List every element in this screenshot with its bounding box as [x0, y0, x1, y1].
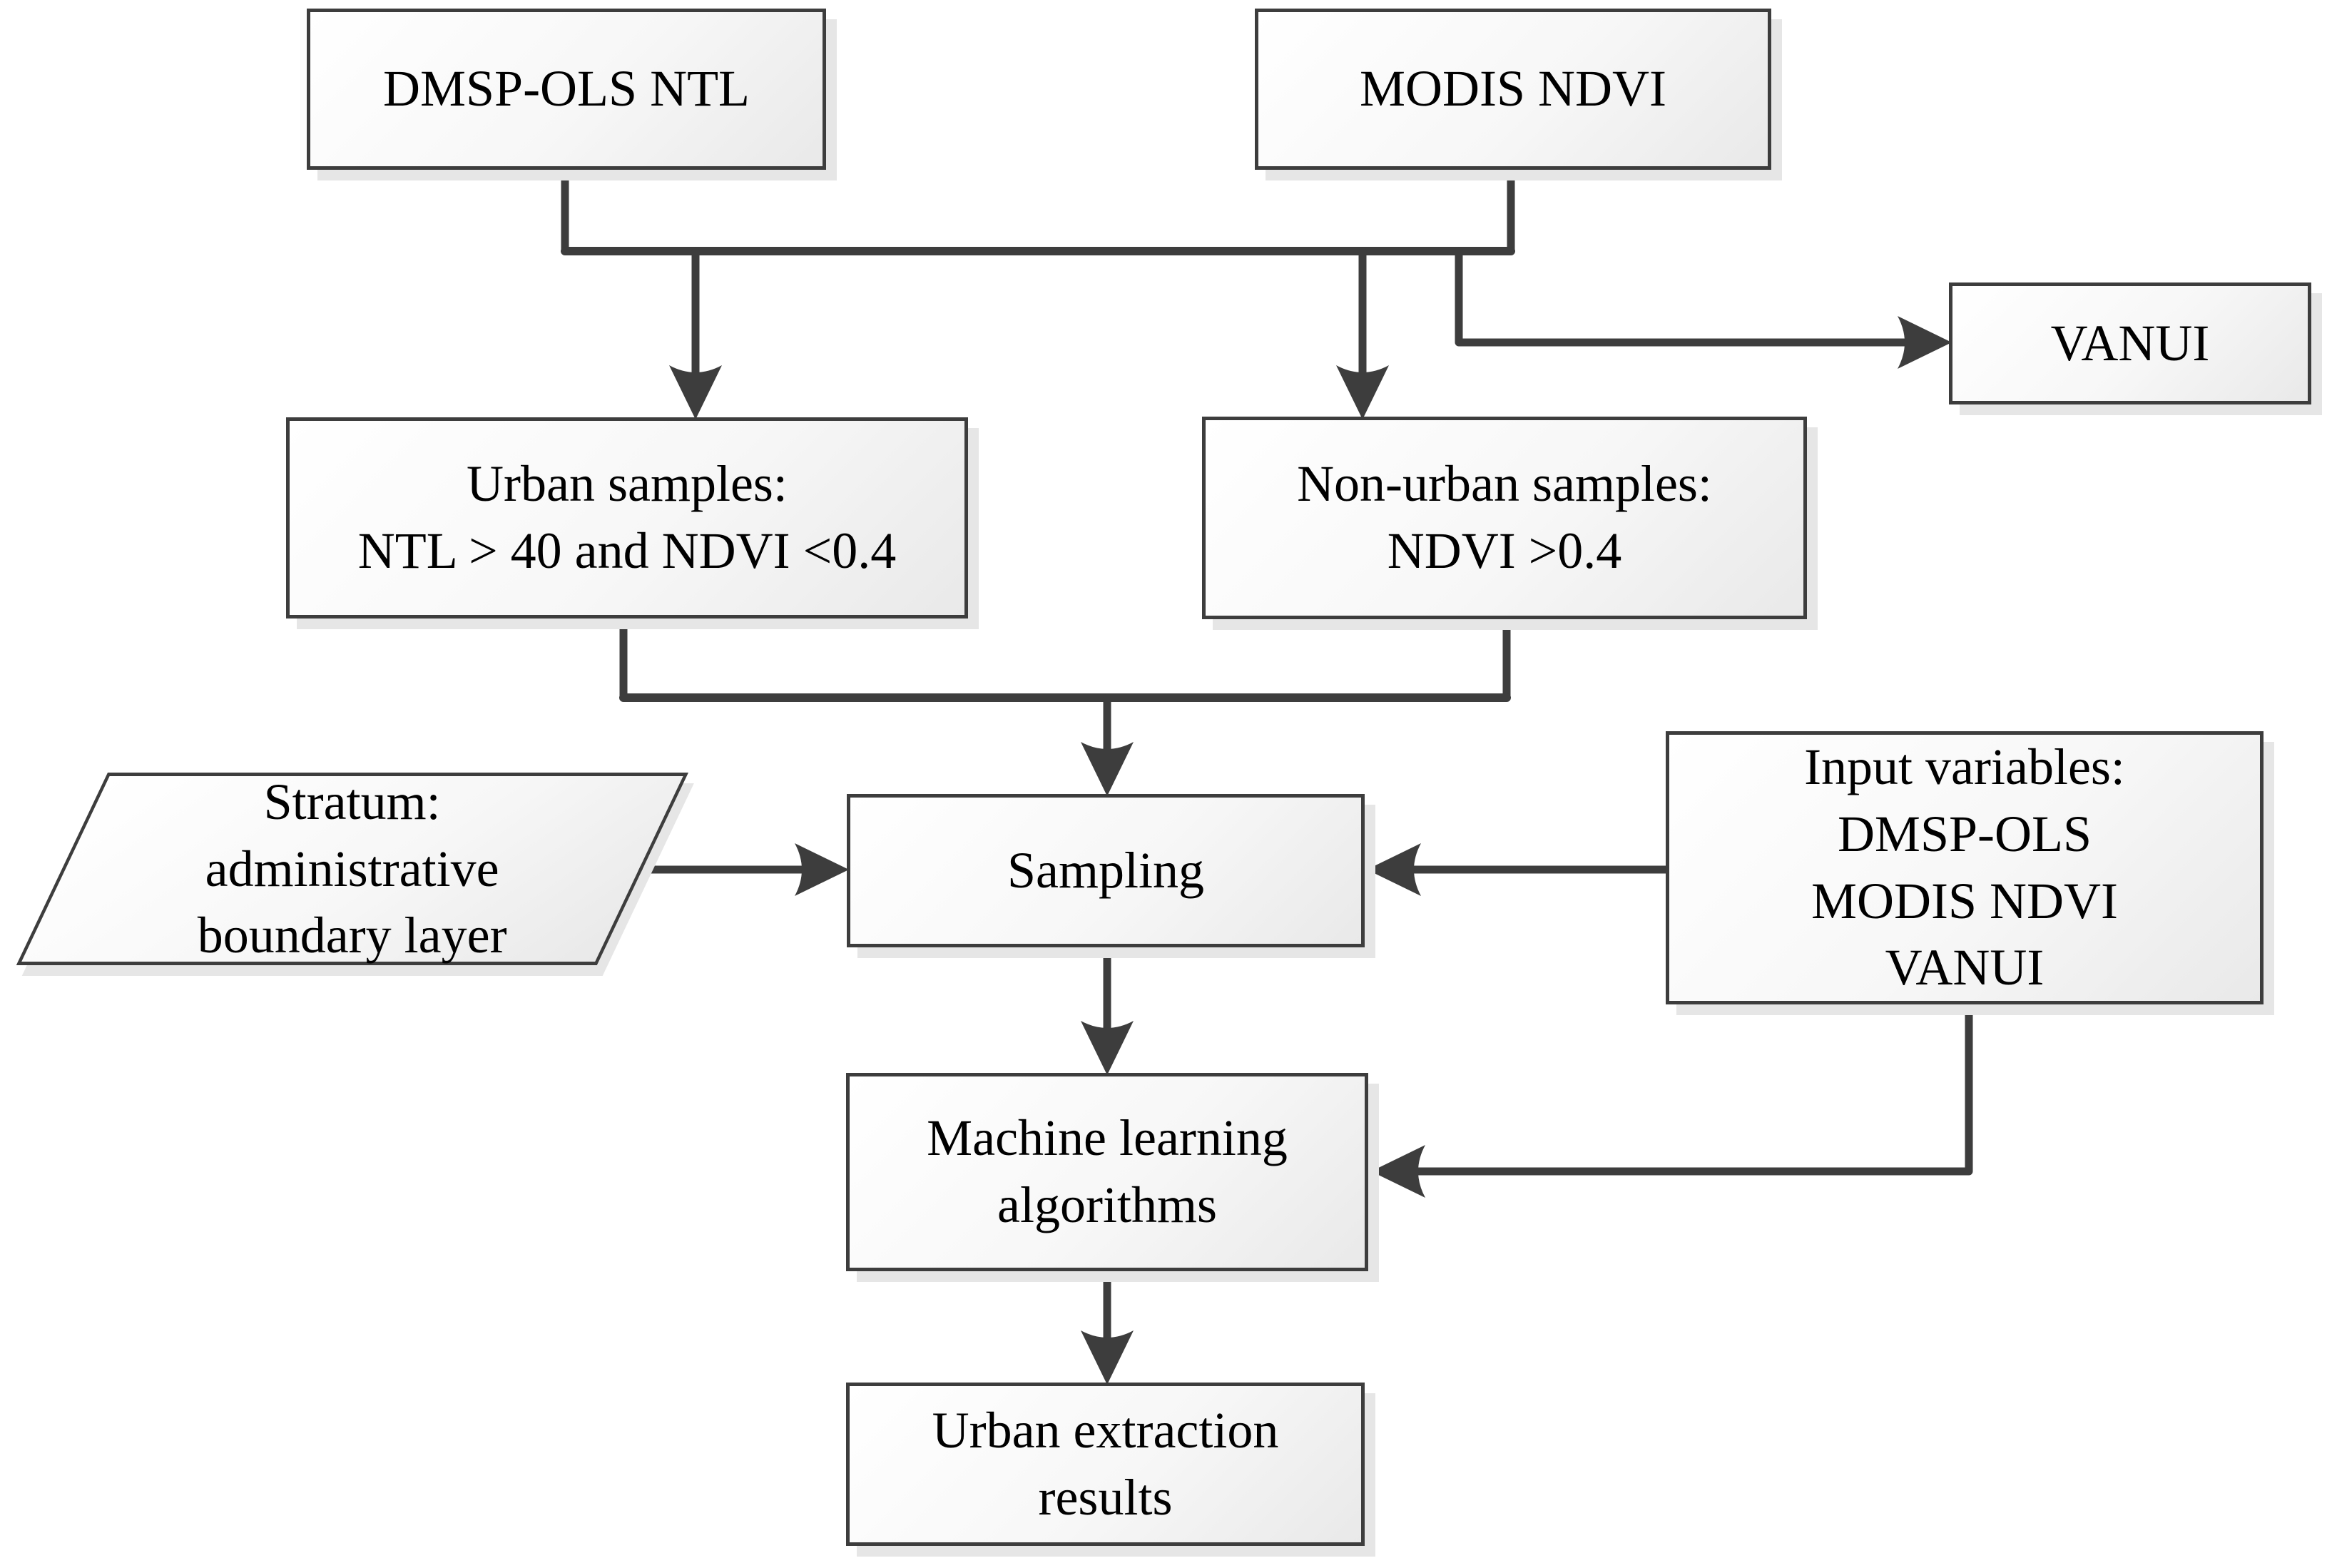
arrowhead-sampling-top [1081, 742, 1134, 796]
node-label-line: Urban samples: [467, 455, 788, 513]
node-label: DMSP-OLS NTL [382, 60, 750, 118]
arrowhead-sampling-right [1367, 843, 1421, 896]
arrowhead-sampling-left [795, 843, 849, 896]
node-sampling: Sampling [847, 794, 1365, 947]
node-label-line: NDVI >0.4 [1387, 522, 1622, 579]
node-label-line: Non-urban samples: [1297, 455, 1712, 513]
node-label-line: DMSP-OLS [1837, 805, 2092, 862]
node-label: Urban samples: NTL > 40 and NDVI <0.4 [358, 451, 896, 584]
edge-input-to-ml [1408, 999, 1973, 1176]
node-vanui: VANUI [1949, 282, 2311, 404]
node-label-line: administrative [205, 840, 499, 897]
arrowhead-results-top [1081, 1330, 1134, 1385]
node-label-line: Input variables: [1804, 738, 2125, 796]
node-label-line: algorithms [997, 1176, 1217, 1233]
node-label: Non-urban samples: NDVI >0.4 [1297, 451, 1712, 584]
node-label: VANUI [2050, 314, 2210, 372]
node-urban-samples: Urban samples: NTL > 40 and NDVI <0.4 [286, 417, 968, 618]
node-input-variables: Input variables: DMSP-OLS MODIS NDVI VAN… [1666, 731, 2264, 1004]
node-non-urban-samples: Non-urban samples: NDVI >0.4 [1202, 417, 1807, 619]
node-machine-learning: Machine learning algorithms [846, 1073, 1368, 1271]
node-stratum: Stratum: administrative boundary layer [16, 773, 689, 965]
node-label-line: Urban extraction [932, 1401, 1279, 1459]
node-label: Urban extraction results [932, 1398, 1279, 1531]
node-label: Sampling [1007, 841, 1204, 899]
node-label: Machine learning algorithms [927, 1105, 1288, 1238]
node-label-line: NTL > 40 and NDVI <0.4 [357, 522, 897, 579]
node-modis-ndvi: MODIS NDVI [1255, 9, 1771, 170]
node-label-line: MODIS NDVI [1811, 872, 2118, 930]
node-label: MODIS NDVI [1360, 60, 1666, 118]
node-label: Input variables: DMSP-OLS MODIS NDVI VAN… [1804, 734, 2125, 1001]
node-label: Stratum: administrative boundary layer [198, 769, 507, 969]
node-label-line: Machine learning [927, 1109, 1288, 1167]
node-label-line: boundary layer [197, 906, 507, 964]
node-urban-extraction: Urban extraction results [846, 1383, 1365, 1546]
arrowhead-ml-right [1371, 1145, 1425, 1198]
arrowhead-non-urban-samples [1336, 365, 1389, 419]
node-label-line: results [1038, 1468, 1173, 1526]
edge-to-vanui [1455, 247, 1915, 347]
arrowhead-vanui [1898, 316, 1952, 369]
node-dmsp-ols-ntl: DMSP-OLS NTL [307, 9, 826, 170]
node-label-line: Stratum: [263, 773, 441, 830]
arrowhead-urban-samples [669, 365, 722, 419]
arrowhead-ml-top [1081, 1021, 1134, 1075]
node-label-line: VANUI [1885, 939, 2045, 997]
